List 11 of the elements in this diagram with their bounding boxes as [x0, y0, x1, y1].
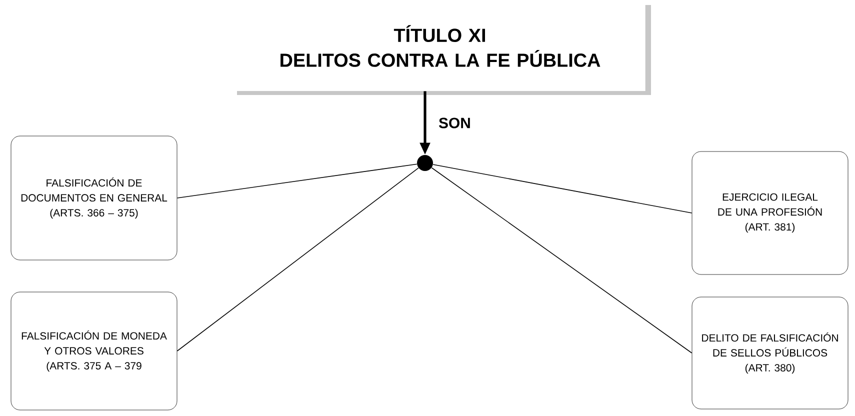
connector-line [432, 164, 692, 214]
junction-dot [417, 155, 433, 171]
offense-box: FALSIFICACIÓN DE MONEDA Y OTROS VALORES (ARTS. 375 A – 379 [10, 292, 178, 410]
connector-line [176, 164, 418, 198]
offense-box: DELITO DE FALSIFICACIÓN DE SELLOS PÚBLICOS (ART. 380) [692, 296, 848, 410]
connector-line [176, 168, 419, 352]
connector-line [431, 167, 692, 354]
offense-box: EJERCICIO ILEGAL DE UNA PROFESIÓN (ART. 381) [692, 151, 848, 275]
offense-box: FALSIFICACIÓN DE DOCUMENTOS EN GENERAL (ARTS. 366 – 375) [10, 136, 178, 260]
title-box: TÍTULO XI DELITOS CONTRA LA FE PÚBLICA [234, 1, 651, 95]
edge-label: SON [438, 118, 470, 128]
